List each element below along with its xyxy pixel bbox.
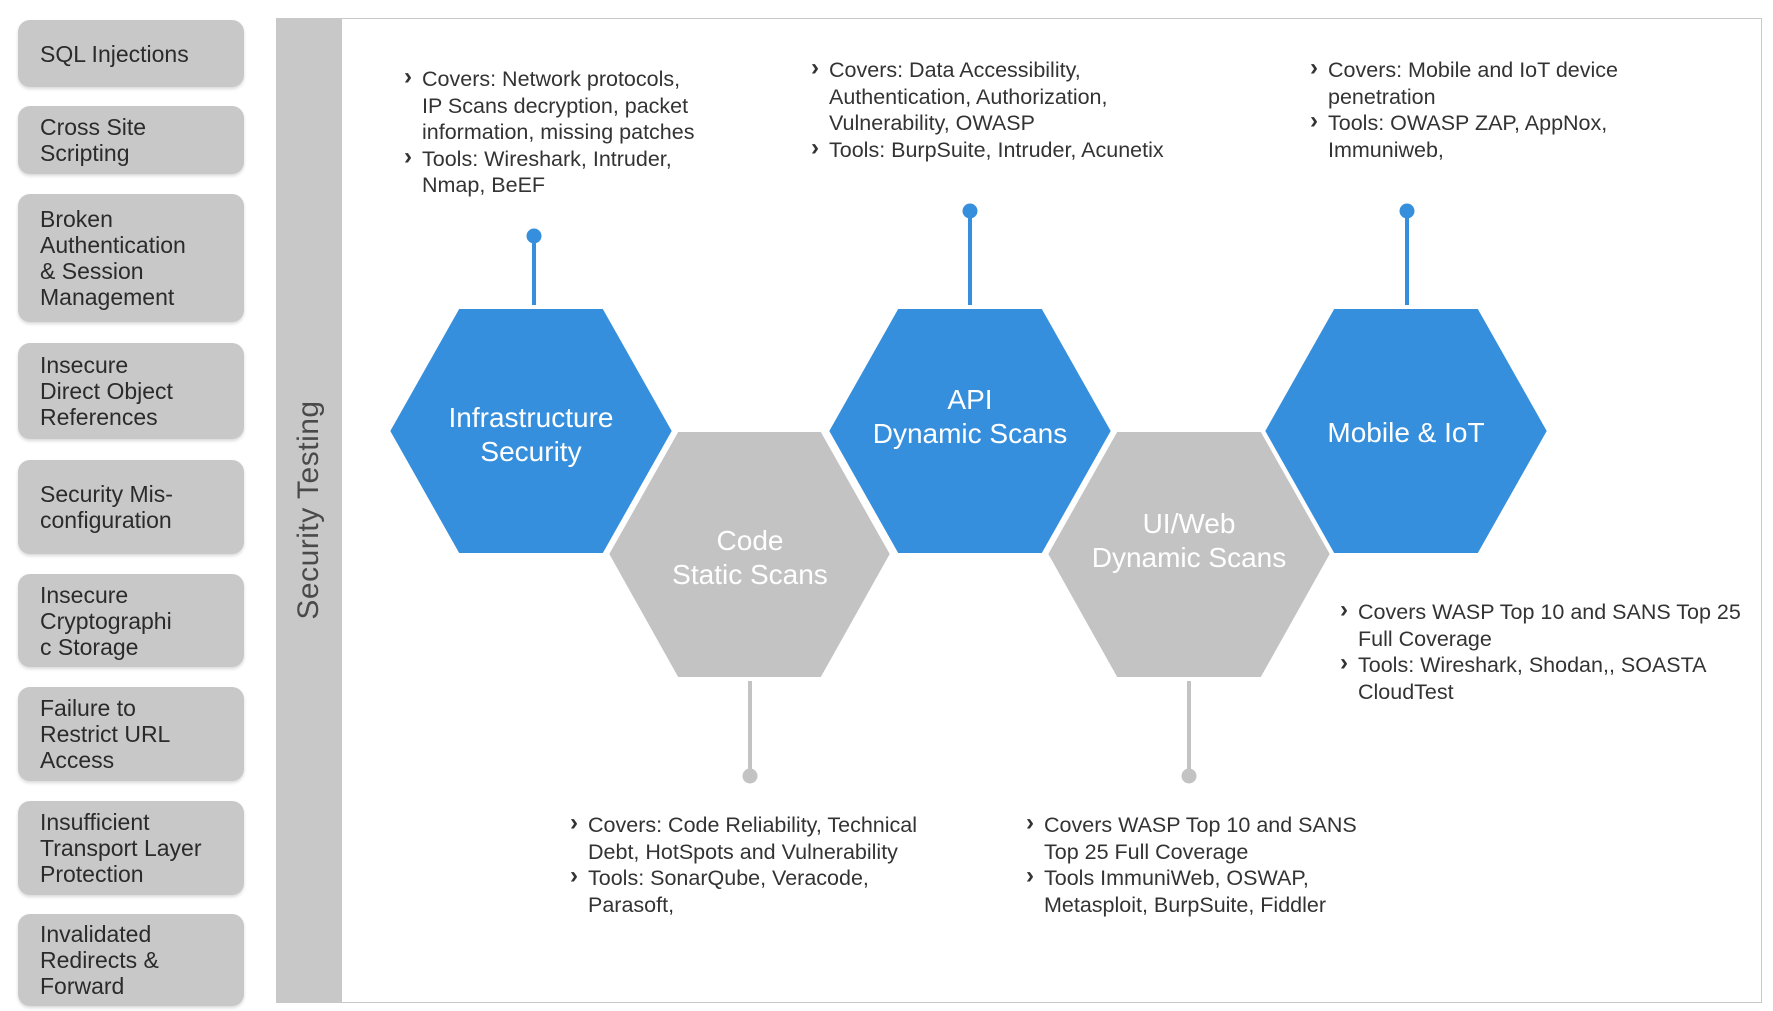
hex-label-line2: Security	[480, 436, 581, 467]
hex-label-line2: Dynamic Scans	[1092, 542, 1287, 573]
hexagon-infrastructure-security: Infrastructure Security	[385, 305, 677, 557]
sidebar-item-label: Insecure Cryptographi c Storage	[40, 581, 172, 660]
note-code: Covers: Code Reliability, Technical Debt…	[570, 810, 950, 918]
note-mobile-extra: Covers WASP Top 10 and SANS Top 25 Full …	[1340, 597, 1760, 705]
sidebar-item-invalidated-redirects: Invalidated Redirects & Forward	[18, 914, 244, 1006]
hex-label-line2: Static Scans	[672, 559, 828, 590]
hexagon-api-dynamic-scans: API Dynamic Scans	[824, 305, 1116, 557]
sidebar-item-insecure-direct-object-references: Insecure Direct Object References	[18, 343, 244, 439]
note-covers-text: Covers WASP Top 10 and SANS Top 25 Full …	[1358, 600, 1741, 651]
note-covers: Covers WASP Top 10 and SANS Top 25 Full …	[1026, 810, 1406, 865]
sidebar-item-broken-authentication: Broken Authentication & Session Manageme…	[18, 194, 244, 322]
hex-label-line1: UI/Web	[1143, 508, 1236, 539]
note-tools: Tools: BurpSuite, Intruder, Acunetix	[811, 135, 1231, 164]
hex-label-line2: Dynamic Scans	[873, 418, 1068, 449]
sidebar-item-label: Invalidated Redirects & Forward	[40, 921, 159, 999]
note-ui-web: Covers WASP Top 10 and SANS Top 25 Full …	[1026, 810, 1406, 918]
note-tools-text: Tools: BurpSuite, Intruder, Acunetix	[829, 137, 1164, 162]
connector-code	[742, 676, 758, 784]
note-covers-text: Covers: Code Reliability, Technical Debt…	[588, 813, 918, 864]
note-tools-text: Tools: SonarQube, Veracode, Parasoft,	[588, 866, 869, 917]
note-tools: Tools: SonarQube, Veracode, Parasoft,	[570, 863, 950, 918]
note-covers-text: Covers: Network protocols, IP Scans decr…	[422, 67, 695, 144]
connector-infrastructure	[526, 228, 542, 310]
note-tools: Tools ImmuniWeb, OSWAP, Metasploit, Burp…	[1026, 863, 1406, 918]
note-tools-text: Tools: Wireshark, Shodan,, SOASTA CloudT…	[1358, 653, 1707, 704]
note-mobile: Covers: Mobile and IoT device penetratio…	[1310, 55, 1670, 163]
note-tools-text: Tools ImmuniWeb, OSWAP, Metasploit, Burp…	[1044, 866, 1327, 917]
sidebar-item-label: SQL Injections	[40, 40, 189, 67]
sidebar-item-insecure-cryptographic-storage: Insecure Cryptographi c Storage	[18, 574, 244, 667]
note-tools: Tools: OWASP ZAP, AppNox, Immuniweb,	[1310, 108, 1670, 163]
note-infrastructure: Covers: Network protocols, IP Scans decr…	[404, 64, 724, 199]
note-covers: Covers: Network protocols, IP Scans decr…	[404, 64, 724, 146]
note-covers-text: Covers: Mobile and IoT device penetratio…	[1328, 58, 1618, 109]
note-covers-text: Covers: Data Accessibility, Authenticati…	[829, 58, 1108, 135]
hex-label-line1: Infrastructure	[449, 402, 614, 433]
section-bar	[276, 18, 342, 1003]
sidebar-item-failure-to-restrict-url-access: Failure to Restrict URL Access	[18, 687, 244, 781]
sidebar-item-label: Broken Authentication & Session Manageme…	[40, 206, 186, 310]
sidebar-item-security-misconfiguration: Security Mis- configuration	[18, 460, 244, 554]
sidebar-item-insufficient-transport-layer-protection: Insufficient Transport Layer Protection	[18, 801, 244, 895]
hex-label-line1: API	[947, 384, 992, 415]
note-covers: Covers WASP Top 10 and SANS Top 25 Full …	[1340, 597, 1760, 652]
note-tools-text: Tools: Wireshark, Intruder, Nmap, BeEF	[422, 146, 672, 198]
connector-mobile	[1399, 203, 1415, 310]
sidebar-item-cross-site-scripting: Cross Site Scripting	[18, 106, 244, 174]
sidebar-item-label: Cross Site Scripting	[40, 114, 147, 166]
note-covers: Covers: Code Reliability, Technical Debt…	[570, 810, 950, 865]
note-covers: Covers: Mobile and IoT device penetratio…	[1310, 55, 1670, 110]
connector-ui-web	[1181, 676, 1197, 784]
hexagon-mobile-iot: Mobile & IoT	[1260, 305, 1552, 557]
note-tools-text: Tools: OWASP ZAP, AppNox, Immuniweb,	[1328, 111, 1608, 162]
note-covers: Covers: Data Accessibility, Authenticati…	[811, 55, 1231, 137]
hexagon-code-static-scans: Code Static Scans	[604, 428, 895, 681]
sidebar-item-label: Insufficient Transport Layer Protection	[40, 809, 202, 887]
note-tools: Tools: Wireshark, Shodan,, SOASTA CloudT…	[1340, 650, 1760, 705]
sidebar-item-label: Insecure Direct Object References	[40, 352, 173, 430]
connector-api	[962, 203, 978, 310]
sidebar-item-sql-injections: SQL Injections	[18, 20, 244, 87]
sidebar-item-label: Security Mis- configuration	[40, 481, 173, 533]
note-tools: Tools: Wireshark, Intruder, Nmap, BeEF	[404, 144, 724, 199]
note-covers-text: Covers WASP Top 10 and SANS Top 25 Full …	[1044, 813, 1357, 864]
sidebar-item-label: Failure to Restrict URL Access	[40, 695, 171, 773]
note-api: Covers: Data Accessibility, Authenticati…	[811, 55, 1231, 164]
hex-label-line1: Code	[717, 525, 784, 556]
hex-label-line1: Mobile & IoT	[1327, 417, 1484, 448]
